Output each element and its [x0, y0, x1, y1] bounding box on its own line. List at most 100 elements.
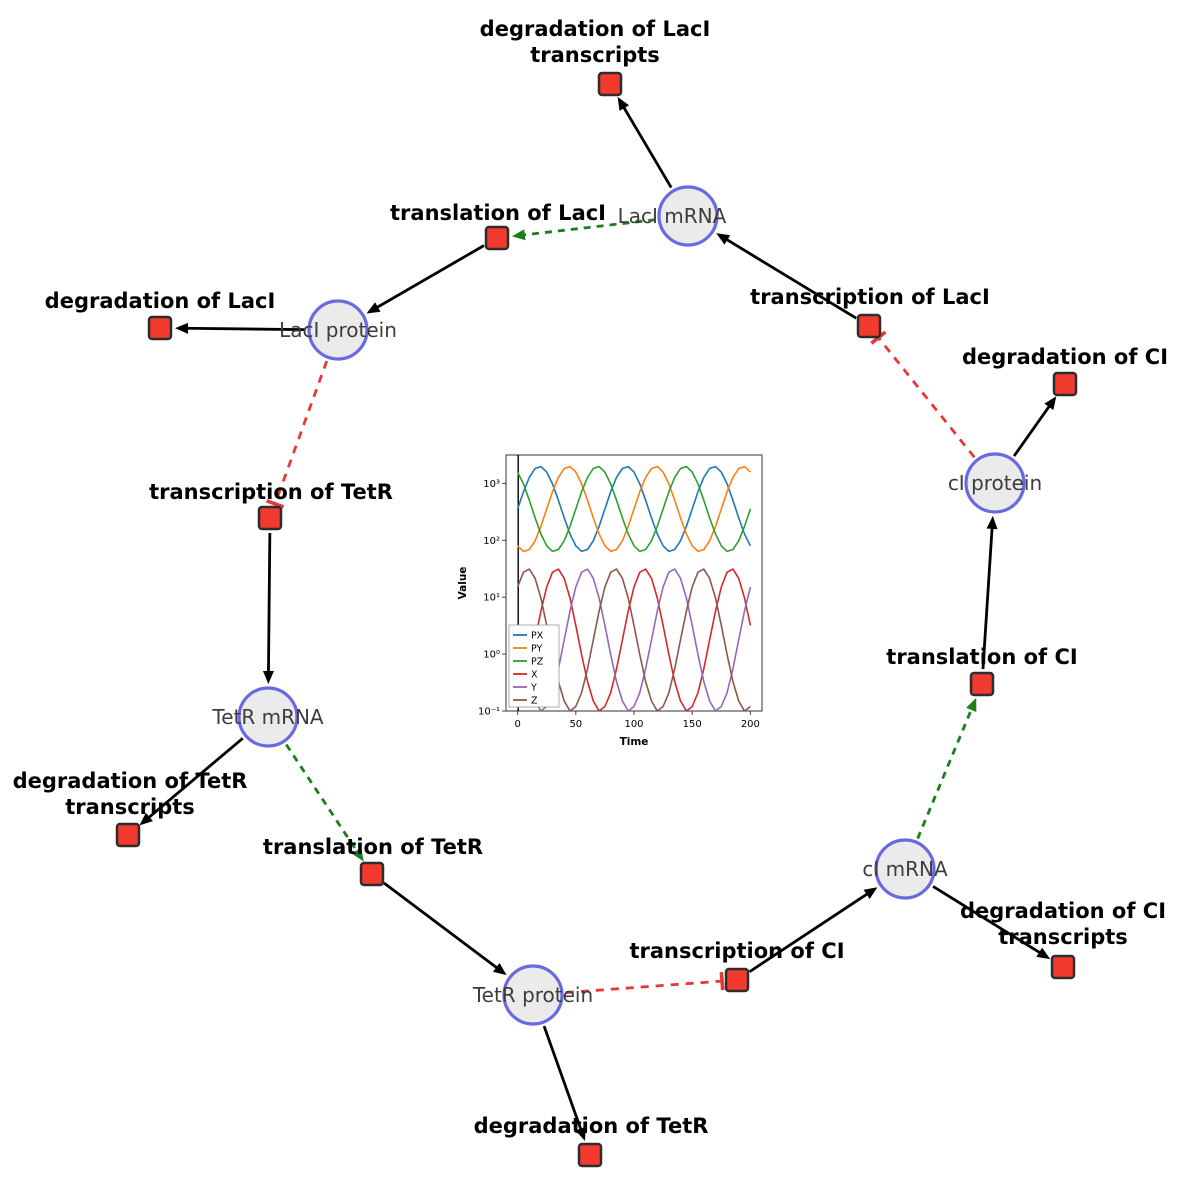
arrowhead-icon: [617, 96, 629, 111]
legend-label: X: [531, 670, 538, 681]
edge-cI_mRNA-tl_cI: [916, 697, 977, 840]
species-node-lacI_protein[interactable]: LacI protein: [279, 299, 397, 361]
y-tick-label: 10³: [483, 479, 500, 490]
species-node-tetR_protein[interactable]: TetR protein: [472, 964, 593, 1026]
inhibition-line: [877, 336, 976, 459]
edge-line: [748, 891, 870, 973]
reaction-node-tx_lacI[interactable]: transcription of LacI: [750, 285, 990, 339]
edge-line: [981, 525, 994, 670]
edge-line: [374, 244, 485, 310]
inhibition-tee: [719, 971, 725, 991]
series-line-X: [516, 568, 752, 711]
reaction-square[interactable]: [577, 1142, 603, 1168]
reaction-square[interactable]: [724, 967, 750, 993]
arrowhead-icon: [966, 697, 977, 712]
y-tick-label: 10²: [483, 536, 500, 547]
reaction-square[interactable]: [856, 313, 882, 339]
reaction-square[interactable]: [359, 861, 385, 887]
x-tick-label: 150: [683, 719, 702, 730]
reaction-square[interactable]: [147, 315, 173, 341]
edge-cI_mRNA-deg_cI_tx: [932, 885, 1051, 960]
reaction-node-tx_tetR[interactable]: transcription of TetR: [149, 480, 393, 531]
legend-label: PZ: [531, 657, 544, 668]
arrowhead-icon: [139, 812, 153, 826]
reaction-label: degradation of CI: [962, 345, 1168, 369]
species-node-cI_mRNA[interactable]: cI mRNA: [862, 838, 948, 900]
species-label: cI protein: [948, 471, 1042, 495]
arrowhead-icon: [262, 670, 274, 685]
legend-label: PY: [531, 644, 543, 655]
edge-cI_protein-deg_cI: [1012, 396, 1057, 457]
legend-box: [508, 624, 560, 708]
edge-tl_lacI-lacI_protein: [366, 244, 485, 314]
inhibition-line: [565, 979, 723, 994]
legend-label: Y: [530, 683, 537, 694]
species-circle[interactable]: [307, 299, 369, 361]
species-circle[interactable]: [874, 838, 936, 900]
y-tick-label: 10¹: [483, 593, 500, 604]
edge-line: [184, 326, 306, 332]
reaction-node-tl_lacI[interactable]: translation of LacI: [390, 201, 606, 251]
species-circle[interactable]: [964, 452, 1026, 514]
reaction-label: transcription of CI: [629, 939, 844, 963]
reaction-node-deg_lacI[interactable]: degradation of LacI: [45, 289, 276, 341]
species-node-tetR_mRNA[interactable]: TetR mRNA: [211, 686, 324, 748]
reaction-node-deg_cI[interactable]: degradation of CI: [962, 345, 1168, 397]
arrowhead-icon: [863, 887, 878, 899]
arrowhead-icon: [511, 229, 526, 241]
reaction-node-deg_tetR[interactable]: degradation of TetR: [474, 1114, 709, 1168]
reaction-square[interactable]: [597, 71, 623, 97]
series-line-PX: [516, 465, 752, 553]
reaction-label: transcription of LacI: [750, 285, 990, 309]
edge-lacI_mRNA-deg_lacI_tx: [617, 96, 673, 189]
y-axis-label: Value: [457, 567, 469, 600]
species-node-lacI_mRNA[interactable]: LacI mRNA: [618, 185, 727, 247]
reaction-label: transcription of TetR: [149, 480, 393, 504]
reaction-square[interactable]: [257, 505, 283, 531]
edge-lacI_protein-deg_lacI: [174, 322, 306, 334]
reaction-node-tl_tetR[interactable]: translation of TetR: [263, 835, 483, 887]
species-label: TetR mRNA: [211, 705, 324, 729]
reaction-square[interactable]: [1050, 954, 1076, 980]
reaction-square[interactable]: [115, 822, 141, 848]
species-label: LacI protein: [279, 318, 397, 342]
reaction-node-tl_cI[interactable]: translation of CI: [886, 645, 1078, 697]
x-tick-label: 50: [569, 719, 582, 730]
y-tick-label: 10⁻¹: [478, 707, 500, 718]
edge-line: [621, 104, 673, 189]
arrowhead-icon: [575, 1126, 586, 1141]
species-circle[interactable]: [502, 964, 564, 1026]
edge-lacI_protein-tx_tetR: [266, 360, 329, 509]
reaction-label: degradation of TetR: [474, 1114, 709, 1138]
species-label: LacI mRNA: [618, 204, 727, 228]
series-line-PZ: [516, 465, 752, 553]
x-axis-label: Time: [620, 736, 649, 748]
reaction-label: translation of CI: [886, 645, 1077, 669]
arrowhead-icon: [716, 233, 731, 245]
edge-line: [267, 532, 272, 675]
x-tick-label: 200: [741, 719, 760, 730]
series-line-PY: [517, 465, 751, 553]
edge-tetR_mRNA-tl_tetR: [285, 743, 364, 862]
species-node-cI_protein[interactable]: cI protein: [948, 452, 1042, 514]
reaction-square[interactable]: [484, 225, 510, 251]
edge-lacI_mRNA-tl_lacI: [511, 218, 656, 241]
edge-line: [542, 1025, 583, 1132]
arrowhead-icon: [351, 847, 364, 862]
species-circle[interactable]: [657, 185, 719, 247]
reaction-square[interactable]: [969, 671, 995, 697]
edge-line: [383, 881, 500, 971]
reaction-node-tx_cI[interactable]: transcription of CI: [629, 939, 845, 993]
species-circle[interactable]: [237, 686, 299, 748]
edge-tetR_protein-tx_cI: [565, 971, 725, 994]
reaction-square[interactable]: [1052, 371, 1078, 397]
